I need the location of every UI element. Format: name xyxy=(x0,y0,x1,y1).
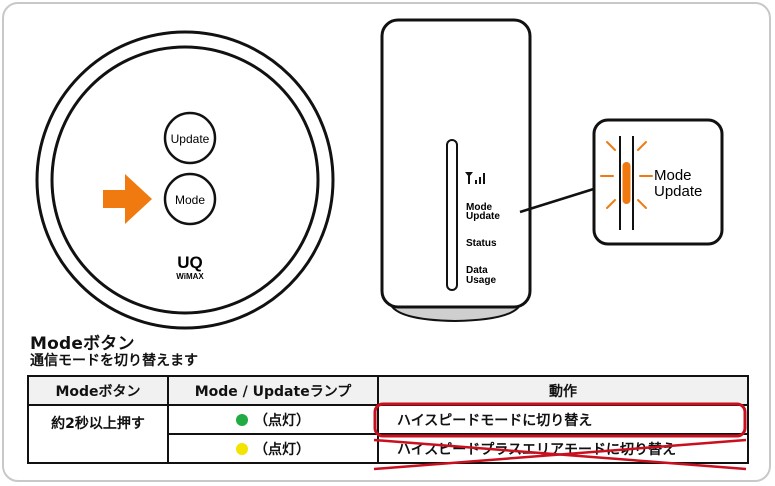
mode-update-led xyxy=(622,162,631,204)
header-action: 動作 xyxy=(377,375,749,406)
label-mode: Mode xyxy=(466,202,493,213)
antenna-icon xyxy=(465,172,485,184)
lamp-cell: （点灯） xyxy=(167,433,379,464)
callout-mode: Mode xyxy=(654,167,692,184)
update-button-label: Update xyxy=(171,132,210,146)
mode-button[interactable] xyxy=(163,172,217,226)
label-data: Data xyxy=(466,265,488,276)
mode-button-label: Mode xyxy=(175,193,205,207)
action-cell: ハイスピードモードに切り替え xyxy=(377,404,749,435)
router-top-view: Update Mode UQ WiMAX xyxy=(35,30,335,330)
lamp-state: （点灯） xyxy=(254,441,310,458)
caption-title: Modeボタン xyxy=(30,334,135,354)
press-duration: 約2秒以上押す xyxy=(27,404,169,464)
green-lamp-icon xyxy=(236,413,248,426)
lamp-state: （点灯） xyxy=(254,412,310,429)
header-lamp: Mode / Updateランプ xyxy=(167,375,379,406)
update-button[interactable] xyxy=(163,111,217,165)
lamp-callout: Mode Update xyxy=(519,118,724,246)
brand-logo-sub: WiMAX xyxy=(176,272,204,281)
table-row: 約2秒以上押す （点灯） ハイスピードモードに切り替え xyxy=(27,404,749,464)
pointer-arrow-icon xyxy=(103,174,152,224)
led-panel xyxy=(446,139,458,291)
header-mode-button: Modeボタン xyxy=(27,375,169,406)
label-update: Update xyxy=(466,211,500,222)
mode-table: Modeボタン Mode / Updateランプ 動作 約2秒以上押す （点灯）… xyxy=(27,375,749,464)
table-header-row: Modeボタン Mode / Updateランプ 動作 xyxy=(27,375,749,406)
glow-rays-icon xyxy=(600,141,653,209)
callout-update: Update xyxy=(654,183,702,200)
router-front-view: Mode Update Status Data Usage xyxy=(380,18,532,323)
caption-subtitle: 通信モードを切り替えます xyxy=(30,353,198,369)
label-usage: Usage xyxy=(466,275,496,286)
label-status: Status xyxy=(466,238,497,249)
action-cell: ハイスピードプラスエリアモードに切り替え xyxy=(377,433,749,464)
yellow-lamp-icon xyxy=(236,442,248,455)
lamp-cell: （点灯） xyxy=(167,404,379,435)
brand-logo: UQ xyxy=(177,253,203,272)
